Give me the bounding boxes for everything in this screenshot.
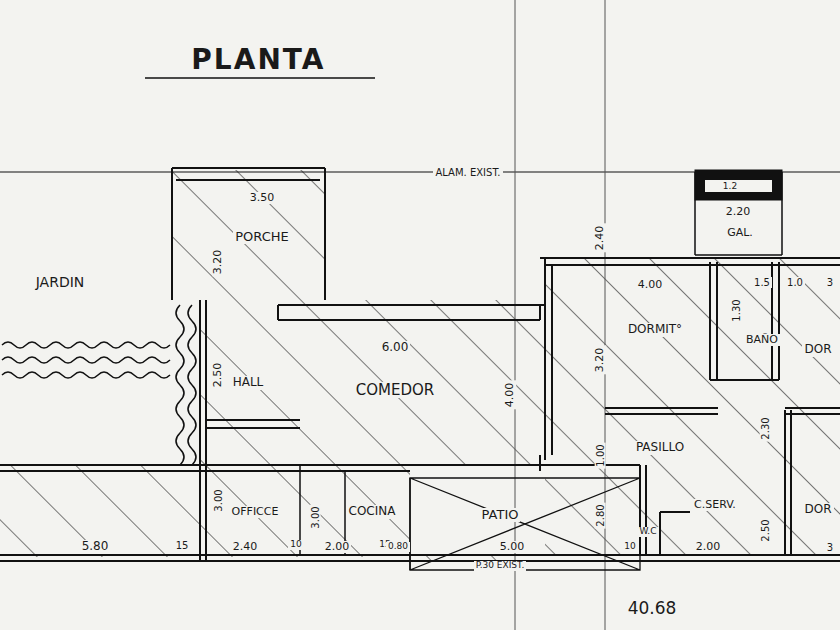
dimension: 2.40 — [594, 224, 606, 253]
dimension: 3.00 — [309, 504, 320, 530]
stone-column — [188, 305, 196, 465]
hatch-area — [200, 300, 545, 465]
dimension: 0.80 — [386, 542, 410, 552]
wall — [300, 465, 410, 570]
dimension: 3 — [825, 542, 835, 553]
room-label: W.C — [637, 527, 658, 537]
dimension: 4.00 — [504, 381, 516, 410]
fold-line — [515, 0, 605, 630]
dimension: 2.80 — [594, 502, 605, 528]
plan-title: PLANTA — [189, 45, 327, 76]
wall — [710, 262, 779, 380]
wall — [0, 455, 640, 471]
dimension: 1.00 — [594, 442, 605, 468]
dimension: 3 — [825, 277, 835, 288]
dimension: 3.00 — [212, 487, 223, 513]
dimension: 1.0 — [785, 277, 805, 288]
dimension: 3.20 — [212, 248, 224, 277]
room-label: BAÑO — [744, 334, 780, 346]
dimension: 10 — [288, 540, 303, 550]
wall — [278, 305, 545, 320]
room-label: DOR — [802, 343, 833, 356]
wall — [205, 420, 300, 428]
stone-row — [2, 342, 170, 348]
dimension: 2.00 — [694, 541, 723, 553]
room-label: PASILLO — [634, 441, 686, 454]
dimension: 2.30 — [759, 415, 770, 441]
dimension: 5.00 — [498, 541, 527, 553]
wall — [0, 555, 840, 561]
dimension: 5.80 — [80, 540, 111, 553]
gallery-wall — [695, 172, 782, 255]
note: P.30 EXIST. — [474, 561, 527, 571]
room-label: COCINA — [347, 505, 398, 518]
room-label: JARDIN — [34, 275, 87, 290]
dimension: 2.40 — [231, 541, 260, 553]
gallery-bar — [705, 180, 772, 192]
room-label: PATIO — [480, 508, 521, 522]
title-underline — [145, 77, 375, 79]
room-label: HALL — [231, 376, 266, 389]
dimension: 4.00 — [636, 279, 665, 291]
dimension: 1.30 — [730, 297, 741, 323]
dimension: 2.50 — [759, 517, 770, 543]
patio-cross — [410, 478, 640, 570]
room-label: GAL. — [725, 227, 755, 239]
porch-wall — [172, 168, 325, 300]
dimension: 10 — [622, 542, 637, 552]
hatch-area — [172, 170, 325, 300]
dimension: 3.50 — [248, 192, 277, 204]
gallery-bar — [695, 170, 782, 200]
stone-row — [2, 372, 170, 378]
wall — [200, 300, 206, 560]
wall — [540, 258, 840, 460]
room-label: C.SERV. — [692, 499, 738, 511]
wall — [605, 408, 840, 414]
room-label: COMEDOR — [354, 382, 436, 399]
room-label: OFFICCE — [230, 506, 281, 518]
room-label: DOR — [802, 503, 833, 516]
dimension: 3.20 — [594, 346, 606, 375]
room-label: PORCHE — [233, 230, 291, 244]
wall — [640, 410, 791, 555]
dimension: 2.20 — [724, 206, 753, 218]
dimension: 6.00 — [380, 341, 411, 354]
stone-column — [176, 305, 184, 465]
dimension: 2.00 — [323, 541, 352, 553]
dimension: 1.5 — [752, 277, 772, 288]
dimension: 1.2 — [721, 182, 739, 192]
dimension: 15 — [174, 540, 191, 551]
dimension: 2.50 — [212, 361, 224, 390]
stone-row — [2, 357, 170, 363]
hatching — [0, 170, 840, 560]
room-label: DORMIT° — [626, 323, 684, 336]
note: ALAM. EXIST. — [433, 167, 502, 178]
hatch-area — [545, 258, 840, 555]
stone-wall — [2, 305, 196, 465]
dimension: 40.68 — [626, 599, 679, 618]
